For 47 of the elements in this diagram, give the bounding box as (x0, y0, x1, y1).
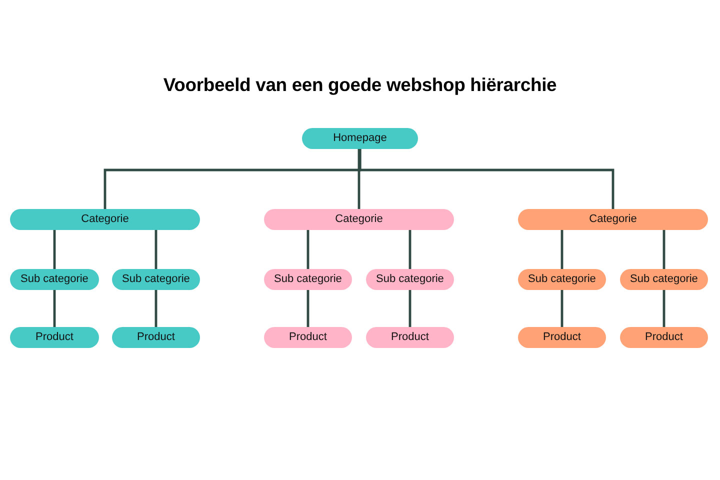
rounded-box (10, 209, 200, 230)
connector-line (662, 290, 666, 327)
rounded-box (620, 269, 708, 290)
connector-line (662, 230, 666, 269)
connector-line (358, 149, 614, 209)
rounded-box (264, 327, 352, 348)
connector-line (154, 230, 158, 269)
rounded-box (264, 209, 454, 230)
node-label: Homepage (333, 133, 387, 144)
node-label: Product (36, 332, 74, 343)
connector-line (408, 290, 412, 327)
node-label: Categorie (589, 214, 637, 225)
connector-line (306, 230, 310, 269)
connector-line (53, 290, 56, 327)
node-label: Sub categorie (630, 274, 698, 285)
rounded-box (112, 269, 200, 290)
node-label: Sub categorie (122, 274, 190, 285)
node-label: Product (645, 332, 683, 343)
node-label: Product (137, 332, 175, 343)
rounded-box (302, 128, 418, 149)
rounded-box (620, 327, 708, 348)
node-label: Sub categorie (274, 274, 342, 285)
rounded-box (518, 209, 708, 230)
node-label: Sub categorie (376, 274, 444, 285)
node-label: Sub categorie (528, 274, 596, 285)
connector-line (154, 290, 158, 327)
node-label: Categorie (81, 214, 129, 225)
diagram-title: Voorbeeld van een goede webshop hiërarchie (163, 74, 557, 96)
rounded-box (366, 269, 454, 290)
node-label: Product (543, 332, 581, 343)
rounded-box (518, 269, 606, 290)
rounded-box (366, 327, 454, 348)
rounded-box (264, 269, 352, 290)
rounded-box (10, 327, 99, 348)
rounded-box (10, 269, 99, 290)
rounded-box (518, 327, 606, 348)
connector-line (560, 230, 564, 269)
connector-line (408, 230, 412, 269)
connector-line (358, 149, 360, 209)
node-label: Product (289, 332, 327, 343)
connector-line (306, 290, 310, 327)
node-label: Product (391, 332, 429, 343)
connector-line (560, 290, 564, 327)
connector-line (53, 230, 56, 269)
node-label: Sub categorie (20, 274, 88, 285)
node-label: Categorie (335, 214, 383, 225)
rounded-box (112, 327, 200, 348)
